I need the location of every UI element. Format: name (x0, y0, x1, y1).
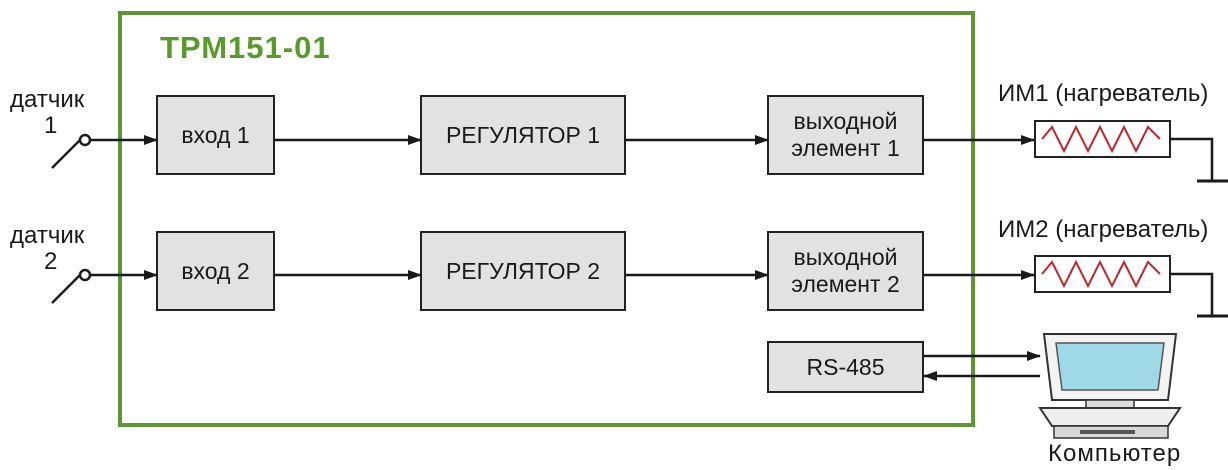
sensor-1-number: 1 (44, 112, 58, 139)
regulator-2-label: РЕГУЛЯТОР 2 (445, 257, 601, 284)
computer-label: Компьютер (1048, 440, 1182, 467)
heater-1-icon (1034, 120, 1228, 183)
output-2-line2: элемент 2 (791, 271, 900, 297)
output-2-label: выходной элемент 2 (768, 232, 923, 310)
regulator-1-label: РЕГУЛЯТОР 1 (445, 121, 601, 148)
regulator-2-box (420, 231, 626, 311)
sensor-2-label: датчик (10, 222, 85, 249)
input-2-label: вход 2 (181, 257, 250, 284)
device-title: ТРМ151-01 (160, 30, 331, 65)
actuator-2-label: ИМ2 (нагреватель) (998, 216, 1209, 243)
output-1-label: выходной элемент 1 (768, 96, 923, 174)
actuator-1-label: ИМ1 (нагреватель) (998, 80, 1209, 107)
heater-2-icon (1034, 255, 1228, 318)
input-2-box (156, 231, 275, 311)
sensor-2-number: 2 (44, 248, 58, 275)
rs485-box (767, 341, 924, 393)
sensor-1-label: датчик (10, 86, 85, 113)
input-1-label: вход 1 (181, 121, 250, 148)
output-2-box (767, 231, 924, 311)
device-frame (118, 11, 975, 427)
output-1-box (767, 95, 924, 175)
sensor-1-icon (51, 133, 92, 169)
computer-icon (1038, 333, 1182, 439)
regulator-1-box (420, 95, 626, 175)
output-2-line1: выходной (793, 244, 898, 270)
output-1-line1: выходной (793, 108, 898, 134)
sensor-2-icon (51, 268, 92, 304)
output-1-line2: элемент 1 (791, 135, 900, 161)
rs485-label: RS-485 (806, 353, 885, 380)
